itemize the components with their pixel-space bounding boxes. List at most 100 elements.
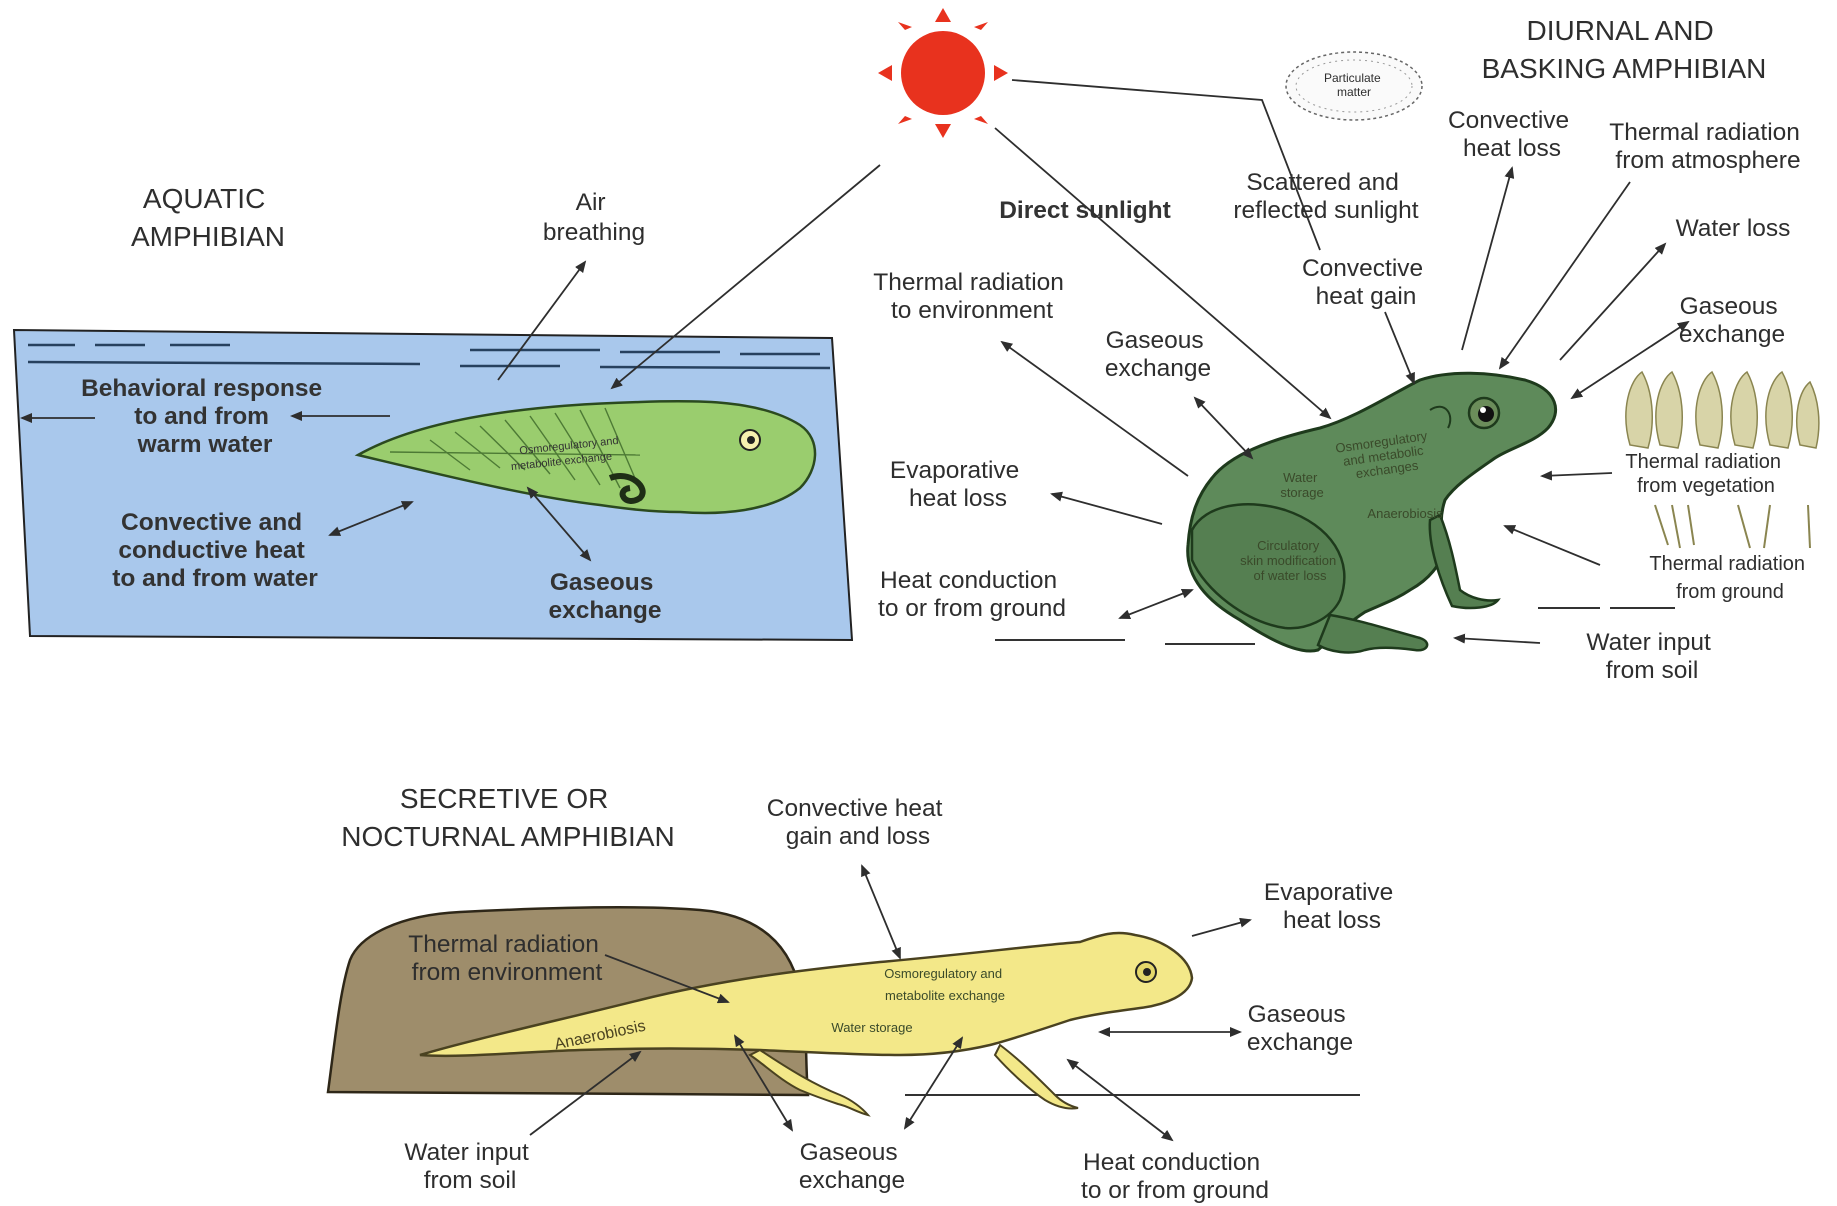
aquatic-title: AQUATIC AMPHIBIAN xyxy=(131,183,285,252)
thermal-atmosphere-line-1: Thermal radiation xyxy=(1609,119,1800,146)
aquatic-convective-line-1: Convective and xyxy=(121,509,302,536)
salamander-leg-front xyxy=(995,1045,1078,1109)
grass-blades xyxy=(1655,505,1810,548)
aquatic-air-breathing-label: Air breathing xyxy=(543,189,645,246)
arrow-water-loss xyxy=(1560,244,1665,360)
water-input-soil-label: Water input from soil xyxy=(1586,629,1717,684)
convective-heat-gain-label: Convective heat gain xyxy=(1302,255,1430,310)
sun xyxy=(878,8,1008,138)
convective-loss-line-1: Convective xyxy=(1448,107,1569,134)
secretive-gaseous-right-line-2: exchange xyxy=(1247,1029,1353,1056)
evaporative-line-2: heat loss xyxy=(909,485,1007,512)
secretive-gaseous-bottom-line-1: Gaseous xyxy=(800,1139,898,1166)
frog-inside-circ-line-1: Circulatory xyxy=(1257,538,1320,553)
secretive-water-input-line-2: from soil xyxy=(424,1167,517,1194)
aquatic-scene: Osmoregulatory and metabolite exchange A… xyxy=(14,165,880,640)
arrow-secretive-evaporative xyxy=(1192,920,1250,936)
frog: Osmoregulatory and metabolic exchanges W… xyxy=(1188,373,1556,652)
secretive-gaseous-right-line-1: Gaseous xyxy=(1248,1001,1346,1028)
secretive-gaseous-bottom-line-2: exchange xyxy=(799,1167,905,1194)
gaseous-left-line-2: exchange xyxy=(1105,355,1211,382)
arrow-thermal-vegetation xyxy=(1542,473,1612,476)
secretive-thermal-label: Thermal radiation from environment xyxy=(408,931,605,986)
aquatic-air-breathing-line-1: Air xyxy=(576,189,606,216)
gaseous-exchange-right-label: Gaseous exchange xyxy=(1679,293,1785,348)
aquatic-behavioral-line-2: to and from xyxy=(134,403,269,430)
thermal-environment-line-2: to environment xyxy=(891,297,1053,324)
aquatic-behavioral-line-1: Behavioral response xyxy=(81,375,322,402)
convective-gain-line-2: heat gain xyxy=(1316,283,1417,310)
arrow-scattered-sunlight xyxy=(1012,80,1320,250)
thermal-environment-line-1: Thermal radiation xyxy=(873,269,1064,296)
secretive-scene: Osmoregulatory and metabolite exchange W… xyxy=(328,783,1400,1204)
convective-gain-line-1: Convective xyxy=(1302,255,1423,282)
aquatic-convective-line-3: to and from water xyxy=(112,565,318,592)
gaseous-right-line-1: Gaseous xyxy=(1680,293,1778,320)
frog-inside-circ-line-2: skin modification xyxy=(1240,553,1336,568)
secretive-title: SECRETIVE OR NOCTURNAL AMPHIBIAN xyxy=(341,783,674,852)
thermal-vegetation-line-1: Thermal radiation xyxy=(1625,451,1781,473)
frog-inside-water-line-1: Water xyxy=(1283,470,1318,485)
thermal-atmosphere-line-2: from atmosphere xyxy=(1615,147,1800,174)
convective-loss-line-2: heat loss xyxy=(1463,135,1561,162)
frog-front-leg xyxy=(1430,515,1498,608)
salamander-inside-water: Water storage xyxy=(831,1020,912,1035)
frog-inside-circ-line-3: of water loss xyxy=(1254,568,1327,583)
secretive-water-input-line-1: Water input xyxy=(404,1139,529,1166)
convective-heat-loss-label: Convective heat loss xyxy=(1448,107,1576,162)
aquatic-gaseous-line-1: Gaseous xyxy=(550,569,654,596)
secretive-water-input-label: Water input from soil xyxy=(404,1139,535,1194)
vegetation xyxy=(1626,372,1819,448)
secretive-gaseous-right-label: Gaseous exchange xyxy=(1247,1001,1353,1056)
aquatic-convective-label: Convective and conductive heat to and fr… xyxy=(112,509,318,592)
arrow-thermal-ground xyxy=(1505,526,1600,565)
particulate-line-1: Particulate xyxy=(1324,71,1381,85)
heat-conduction-label: Heat conduction to or from ground xyxy=(878,567,1066,622)
frog-inside-anaero: Anaerobiosis xyxy=(1367,506,1443,521)
aquatic-title-line-1: AQUATIC xyxy=(143,183,265,214)
water-input-line-1: Water input xyxy=(1586,629,1711,656)
secretive-heat-conduction-line-1: Heat conduction xyxy=(1083,1149,1260,1176)
thermal-ground-label: Thermal radiation from ground xyxy=(1649,553,1810,603)
scattered-line-1: Scattered and xyxy=(1246,169,1399,196)
sun-disc xyxy=(901,31,985,115)
frog-inside-water-line-2: storage xyxy=(1280,485,1323,500)
arrow-water-input xyxy=(1455,638,1540,643)
thermal-vegetation-label: Thermal radiation from vegetation xyxy=(1625,451,1786,497)
arrow-gaseous-left xyxy=(1195,398,1252,458)
particulate-line-2: matter xyxy=(1337,85,1371,99)
secretive-title-line-2: NOCTURNAL AMPHIBIAN xyxy=(341,821,674,852)
thermal-ground-line-2: from ground xyxy=(1676,581,1784,603)
secretive-heat-conduction-line-2: to or from ground xyxy=(1081,1177,1269,1204)
particulate-matter: Particulate matter xyxy=(1286,52,1422,120)
aquatic-title-line-2: AMPHIBIAN xyxy=(131,221,285,252)
scattered-line-2: reflected sunlight xyxy=(1233,197,1418,224)
scattered-sunlight-label: Scattered and reflected sunlight xyxy=(1233,169,1418,224)
secretive-thermal-line-2: from environment xyxy=(412,959,603,986)
thermal-ground-line-1: Thermal radiation xyxy=(1649,553,1805,575)
frog-back-foot xyxy=(1318,615,1427,652)
secretive-gaseous-bottom-label: Gaseous exchange xyxy=(799,1139,905,1194)
secretive-evaporative-line-2: heat loss xyxy=(1283,907,1381,934)
secretive-convective-line-2: gain and loss xyxy=(786,823,930,850)
arrow-thermal-atmosphere xyxy=(1500,182,1630,368)
secretive-heat-conduction-label: Heat conduction to or from ground xyxy=(1081,1149,1269,1204)
evaporative-heat-loss-label: Evaporative heat loss xyxy=(890,457,1026,512)
frog-inside-water: Water storage xyxy=(1280,470,1323,500)
aquatic-convective-line-2: conductive heat xyxy=(118,537,305,564)
thermal-vegetation-line-2: from vegetation xyxy=(1637,475,1775,497)
gaseous-left-line-1: Gaseous xyxy=(1106,327,1204,354)
secretive-title-line-1: SECRETIVE OR xyxy=(400,783,608,814)
secretive-convective-label: Convective heat gain and loss xyxy=(767,795,950,850)
water-input-line-2: from soil xyxy=(1606,657,1699,684)
secretive-evaporative-line-1: Evaporative xyxy=(1264,879,1393,906)
heat-conduction-line-1: Heat conduction xyxy=(880,567,1057,594)
heat-conduction-line-2: to or from ground xyxy=(878,595,1066,622)
secretive-evaporative-label: Evaporative heat loss xyxy=(1264,879,1400,934)
arrow-convective-loss xyxy=(1462,168,1512,350)
salamander-inside-osmo-line-2: metabolite exchange xyxy=(885,988,1005,1003)
arrow-heat-conduction xyxy=(1120,590,1192,618)
diurnal-title: DIURNAL AND BASKING AMPHIBIAN xyxy=(1482,15,1767,84)
secretive-convective-line-1: Convective heat xyxy=(767,795,943,822)
